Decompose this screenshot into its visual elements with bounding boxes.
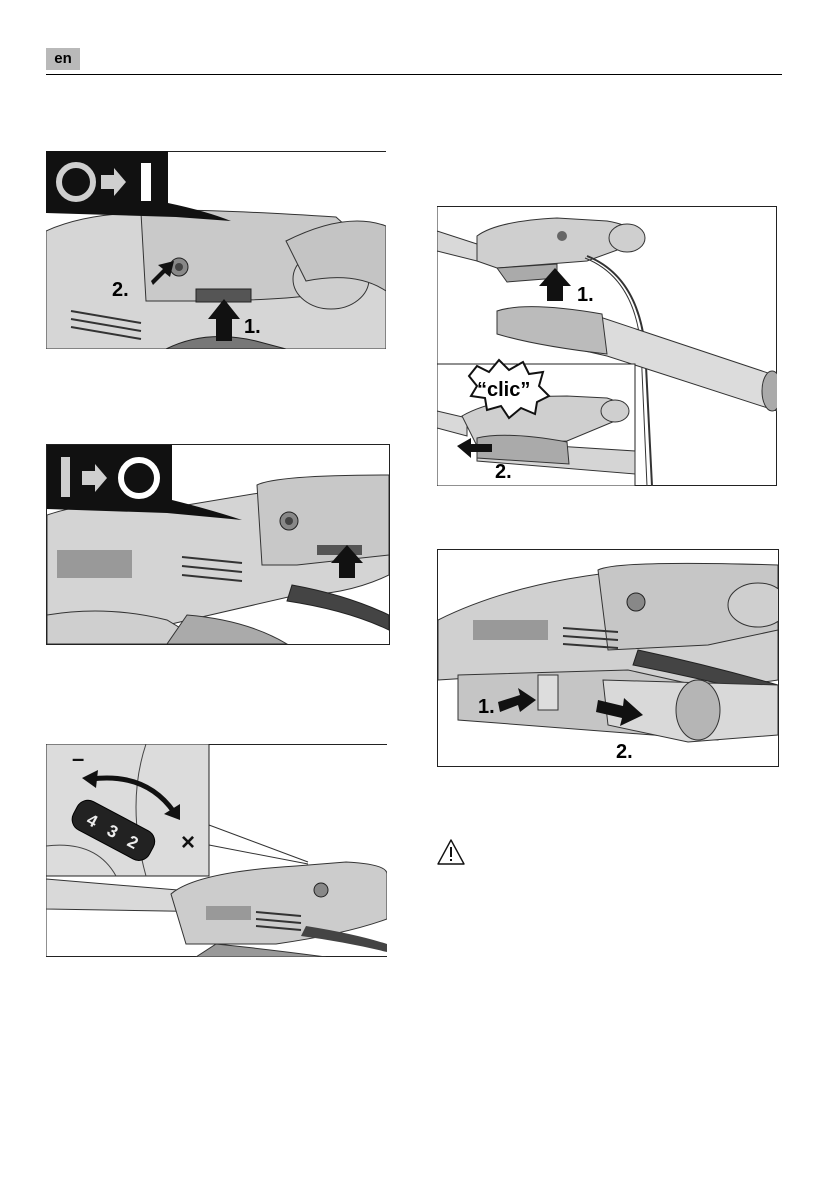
detach-step1-label: 1. bbox=[478, 696, 495, 718]
switch-on-step1-label: 1. bbox=[244, 316, 261, 338]
switch-off-illustration bbox=[47, 445, 389, 644]
warning-triangle-icon bbox=[437, 839, 465, 865]
language-tag: en bbox=[46, 48, 80, 70]
attach-pole-illustration: 1. 2. “clic” bbox=[437, 206, 777, 486]
attach-step1-label: 1. bbox=[577, 284, 594, 306]
attach-step2-label: 2. bbox=[495, 461, 512, 483]
speed-plus-label: × bbox=[181, 829, 195, 856]
attach-clic-sound: “clic” bbox=[477, 379, 530, 401]
header-rule bbox=[46, 74, 782, 75]
figure-speed-dial: 4 3 2 – × bbox=[46, 744, 387, 957]
figure-switch-off bbox=[46, 444, 390, 645]
figure-switch-on: 2. 1. bbox=[46, 151, 386, 349]
switch-on-step2-label: 2. bbox=[112, 279, 129, 301]
detach-pole-illustration: 1. 2. bbox=[438, 550, 778, 766]
speed-minus-label: – bbox=[72, 746, 84, 771]
detach-step2-label: 2. bbox=[616, 741, 633, 763]
figure-attach-pole: 1. 2. “clic” bbox=[437, 206, 777, 486]
speed-dial-illustration: 4 3 2 – × bbox=[46, 744, 387, 957]
figure-detach-pole: 1. 2. bbox=[437, 549, 779, 767]
switch-on-illustration: 2. 1. bbox=[46, 151, 386, 349]
